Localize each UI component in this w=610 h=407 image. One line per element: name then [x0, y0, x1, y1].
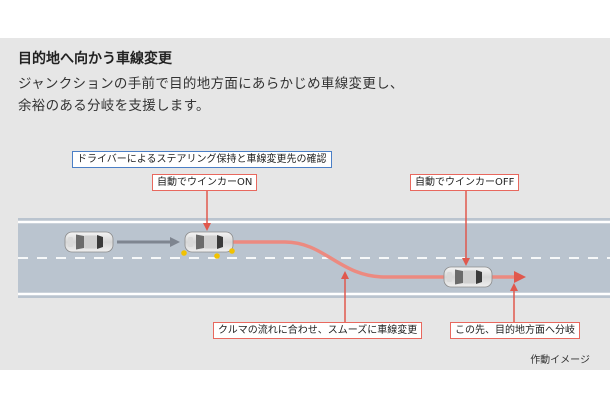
pointer-arrow-ahead-head [510, 283, 518, 291]
pointer-arrow-merge-head [341, 271, 349, 279]
motion-arrow-head [170, 237, 180, 247]
lane-change-path [232, 240, 445, 279]
car-icon-end [443, 266, 493, 288]
diagram-panel [0, 38, 610, 370]
turn-signal-light [214, 253, 220, 259]
car-icon-start [64, 231, 114, 253]
car-icon-signaling [184, 231, 234, 253]
footnote-operation-image: 作動イメージ [530, 355, 590, 366]
callout-driver-check: ドライバーによるステアリング保持と車線変更先の確認 [72, 151, 332, 168]
description-line-2: 余裕のある分岐を支援します。 [18, 98, 210, 114]
turn-signal-light [229, 248, 235, 254]
callout-smooth-merge: クルマの流れに合わせ、スムーズに車線変更 [213, 322, 423, 339]
heading: 目的地へ向かう車線変更 [18, 51, 172, 67]
pointer-arrow-off-head [462, 258, 470, 266]
continuation-arrow-head [514, 271, 526, 283]
callout-turn-signal-on: 自動でウインカーON [152, 174, 258, 191]
callout-branch-ahead: この先、目的地方面へ分岐 [450, 322, 580, 339]
description-line-1: ジャンクションの手前で目的地方面にあらかじめ車線変更し、 [18, 76, 404, 92]
callout-turn-signal-off: 自動でウインカーOFF [410, 174, 520, 191]
turn-signal-light [181, 250, 187, 256]
pointer-arrow-on-head [203, 223, 211, 231]
